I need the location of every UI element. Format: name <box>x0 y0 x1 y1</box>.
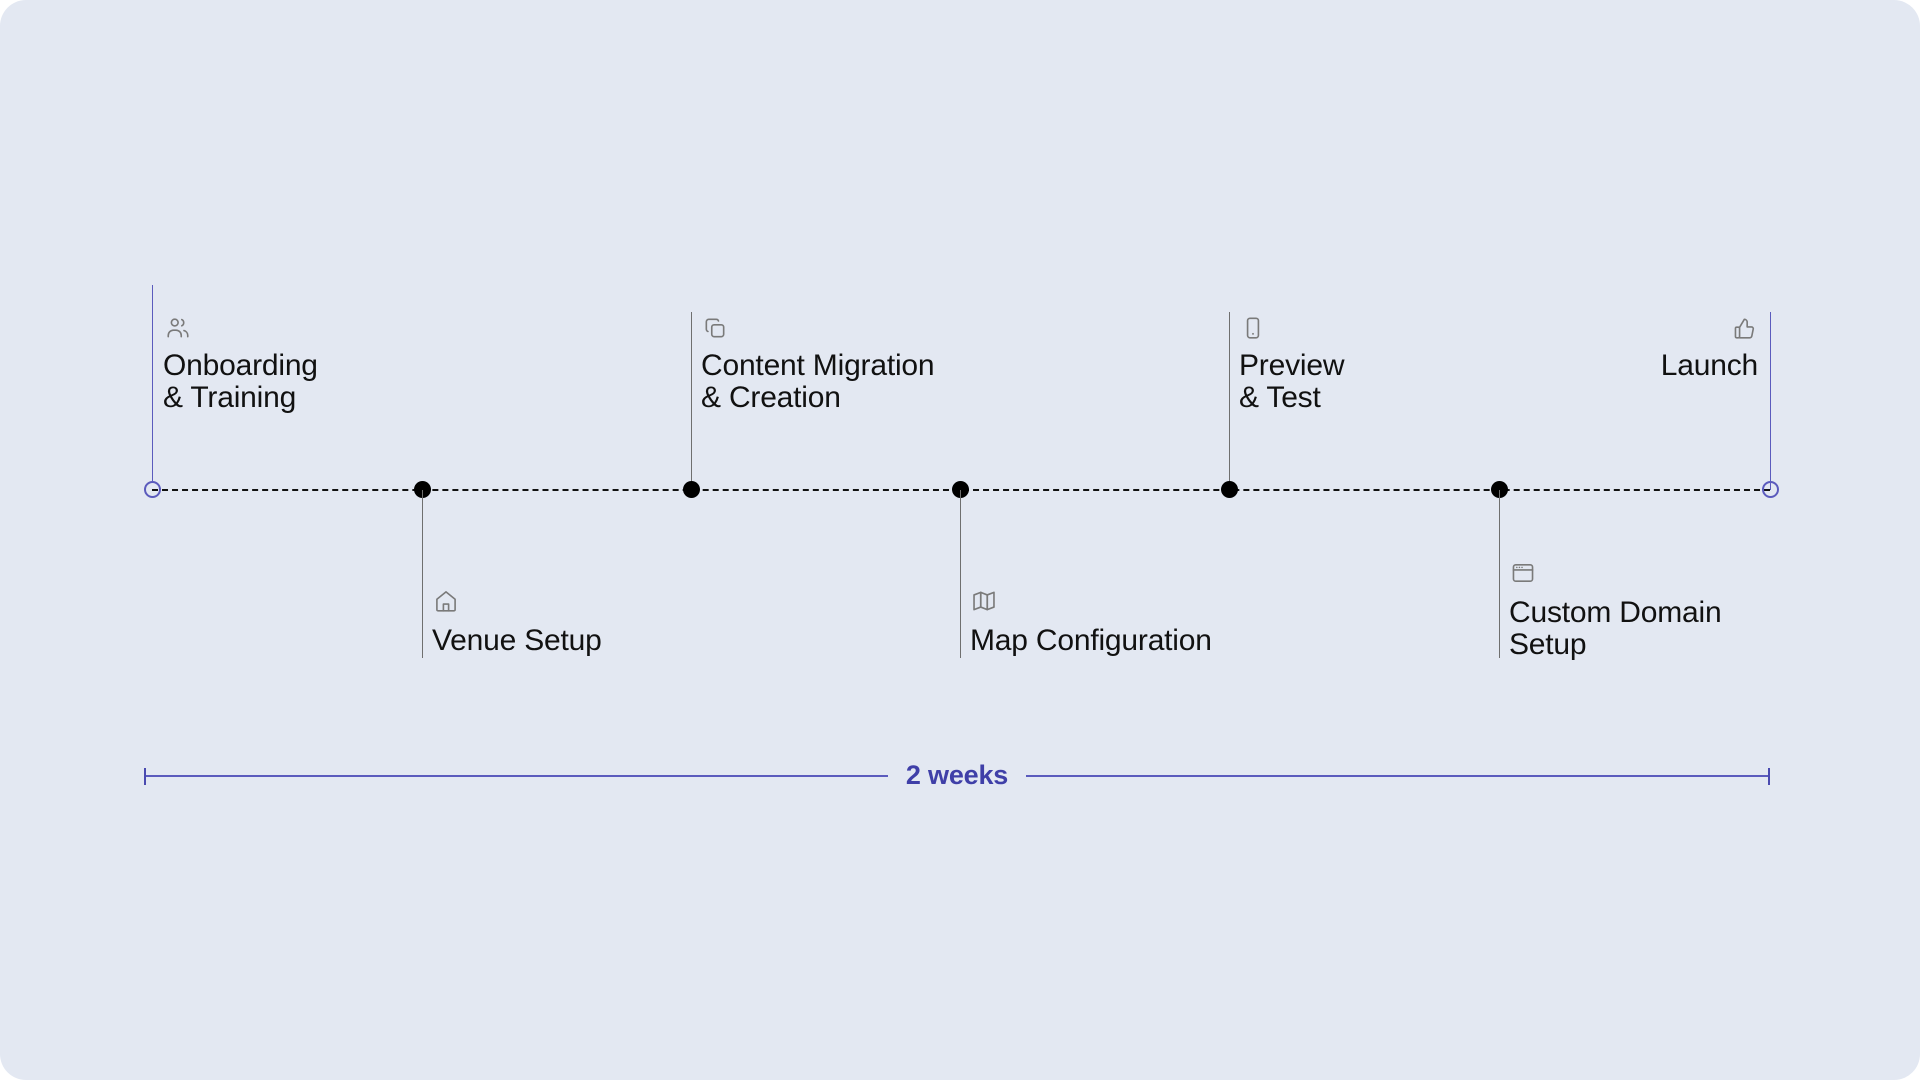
node-label-onboarding-training: Onboarding & Training <box>163 349 318 414</box>
thumbs-up-icon <box>1732 315 1758 341</box>
connector-onboarding-training <box>152 285 153 481</box>
connector-venue-setup <box>422 490 423 658</box>
connector-preview-test <box>1229 312 1230 490</box>
milestone-dot-content-migration-creation <box>683 481 700 498</box>
timeline-start-marker <box>144 481 161 498</box>
duration-rule-left <box>146 775 888 777</box>
node-label-launch: Launch <box>1660 349 1758 382</box>
milestone-dot-venue-setup <box>414 481 431 498</box>
mobile-icon <box>1240 315 1266 341</box>
node-label-custom-domain-setup: Custom Domain Setup <box>1509 596 1722 661</box>
map-icon <box>971 588 997 614</box>
milestone-dot-preview-test <box>1221 481 1238 498</box>
node-label-venue-setup: Venue Setup <box>432 624 602 657</box>
milestone-dot-map-configuration <box>952 481 969 498</box>
node-label-map-configuration: Map Configuration <box>970 624 1212 657</box>
duration-rule-right <box>1026 775 1768 777</box>
home-icon <box>433 588 459 614</box>
milestone-dot-custom-domain-setup <box>1491 481 1508 498</box>
node-label-content-migration-creation: Content Migration & Creation <box>701 349 935 414</box>
duration-cap-start <box>144 767 146 785</box>
connector-map-configuration <box>960 490 961 658</box>
duration-label: 2 weeks <box>905 759 1009 790</box>
duration-bar: 2 weeks <box>144 760 1770 792</box>
connector-content-migration-creation <box>691 312 692 490</box>
connector-launch <box>1770 312 1771 490</box>
copy-icon <box>702 315 728 341</box>
duration-cap-end <box>1768 767 1770 785</box>
users-icon <box>165 315 191 341</box>
connector-custom-domain-setup <box>1499 490 1500 658</box>
browser-window-icon <box>1510 560 1536 586</box>
node-label-preview-test: Preview & Test <box>1239 349 1345 414</box>
